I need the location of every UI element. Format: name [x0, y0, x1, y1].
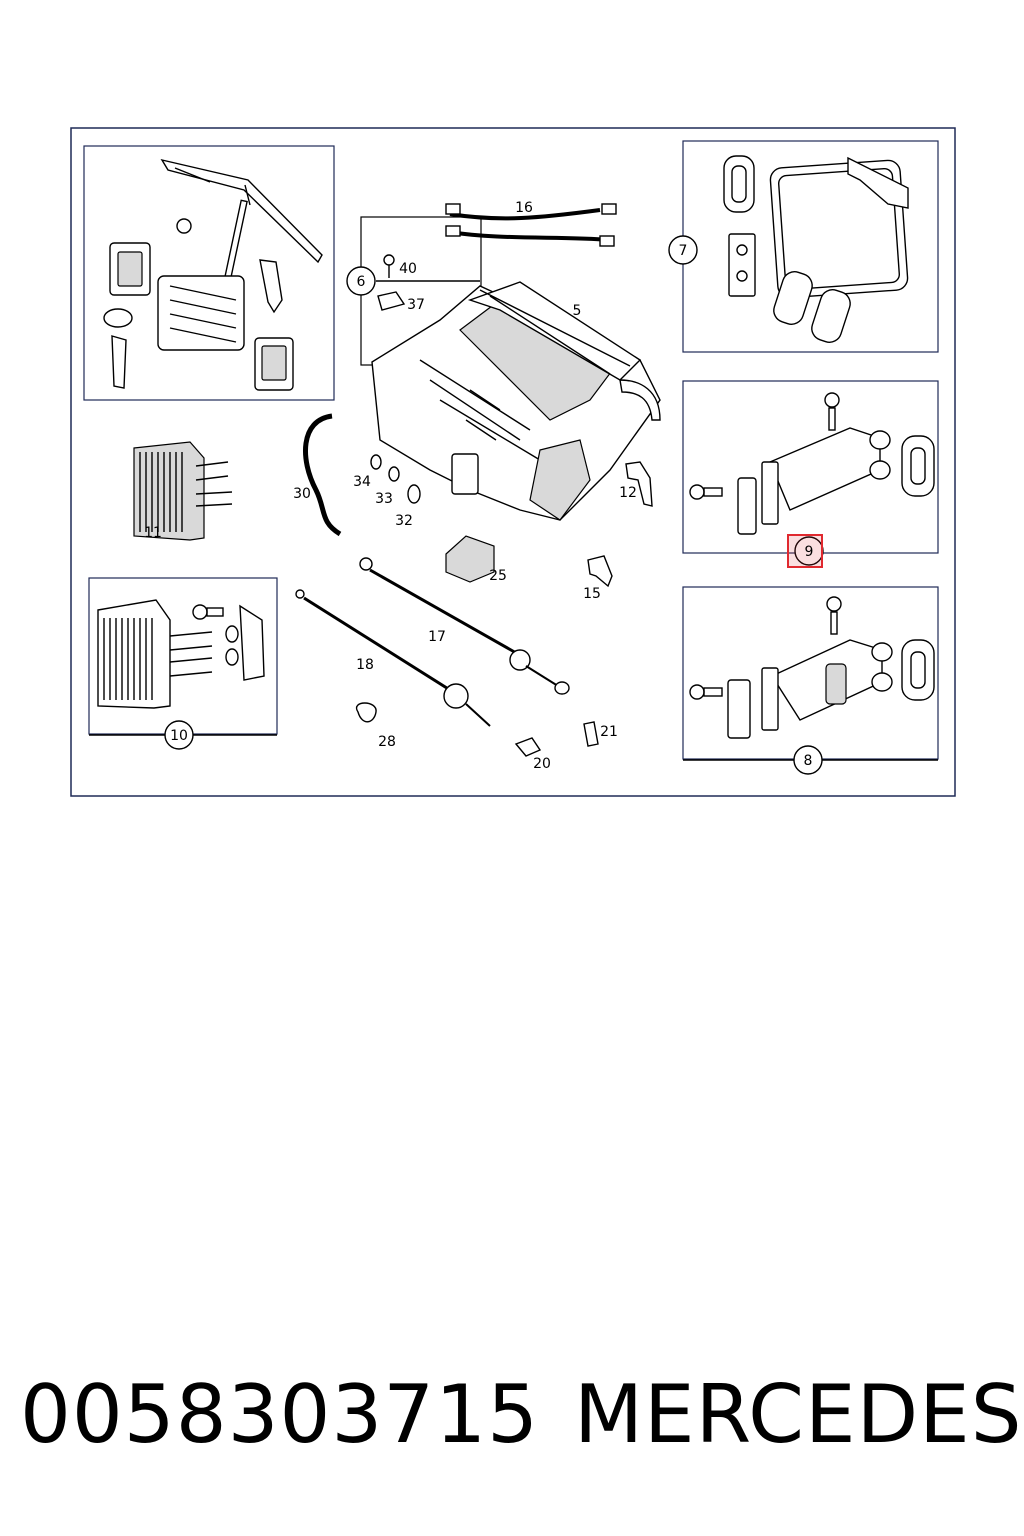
- callout-28: 28: [378, 734, 396, 750]
- part-12-connector: [625, 461, 653, 507]
- callout-34: 34: [353, 474, 371, 490]
- callout-25: 25: [489, 568, 507, 584]
- callout-8: 8: [804, 753, 813, 769]
- part-16-wiring-harness: [445, 203, 617, 247]
- leader-lines: [89, 249, 938, 761]
- callout-circle-7: [668, 235, 698, 265]
- brand-name: MERCEDES: [574, 1368, 1023, 1461]
- part-21-clip: [583, 721, 599, 747]
- panel-heater-core: [88, 577, 278, 735]
- callout-30: 30: [293, 486, 311, 502]
- part-20-clip: [514, 737, 542, 757]
- heater-core-fins: [103, 618, 153, 700]
- panel-coolant-pipe-variant: [682, 586, 939, 760]
- diagram-frame: [70, 127, 956, 797]
- callout-17: 17: [428, 629, 446, 645]
- part-18-cable: [295, 589, 491, 727]
- part-15-connector: [587, 555, 613, 588]
- part-25-bracket: [445, 535, 495, 583]
- callout-11: 11: [144, 525, 162, 541]
- part-5-hvac-housing: [360, 216, 661, 521]
- callout-9-highlight: [787, 534, 823, 568]
- part-28-clamp: [355, 702, 377, 723]
- part-17-cable: [359, 557, 570, 695]
- callout-10: 10: [170, 728, 188, 744]
- panel-seals: [682, 140, 939, 353]
- callout-6: 6: [357, 274, 366, 290]
- callout-circle-8: [793, 745, 823, 775]
- part-11-heater-core: [133, 441, 233, 541]
- callout-16: 16: [515, 200, 533, 216]
- callout-15: 15: [583, 586, 601, 602]
- callout-circle-6: [346, 266, 376, 296]
- callout-7: 7: [679, 243, 688, 259]
- callout-circle-10: [164, 720, 194, 750]
- callout-12: 12: [619, 485, 637, 501]
- part-40-screw: [383, 254, 395, 278]
- part-37-clip: [377, 291, 406, 311]
- callout-20: 20: [533, 756, 551, 772]
- parts-diagram: 5 6 7 8 9 10 11 12 15 16 17 18 20 21 25 …: [70, 127, 956, 797]
- part-30-hose: [303, 413, 342, 537]
- callout-40: 40: [399, 261, 417, 277]
- callout-21: 21: [600, 724, 618, 740]
- part-34-33-32-seals: [370, 454, 421, 504]
- panel-actuators: [83, 145, 335, 401]
- callout-5: 5: [573, 303, 582, 319]
- panel-coolant-pipe: [682, 380, 939, 554]
- callout-18: 18: [356, 657, 374, 673]
- footer: 0058303715 MERCEDES: [0, 1360, 1024, 1470]
- callout-33: 33: [375, 491, 393, 507]
- callout-32: 32: [395, 513, 413, 529]
- part-number: 0058303715: [20, 1368, 539, 1461]
- callout-9: 9: [805, 544, 814, 560]
- callout-37: 37: [407, 297, 425, 313]
